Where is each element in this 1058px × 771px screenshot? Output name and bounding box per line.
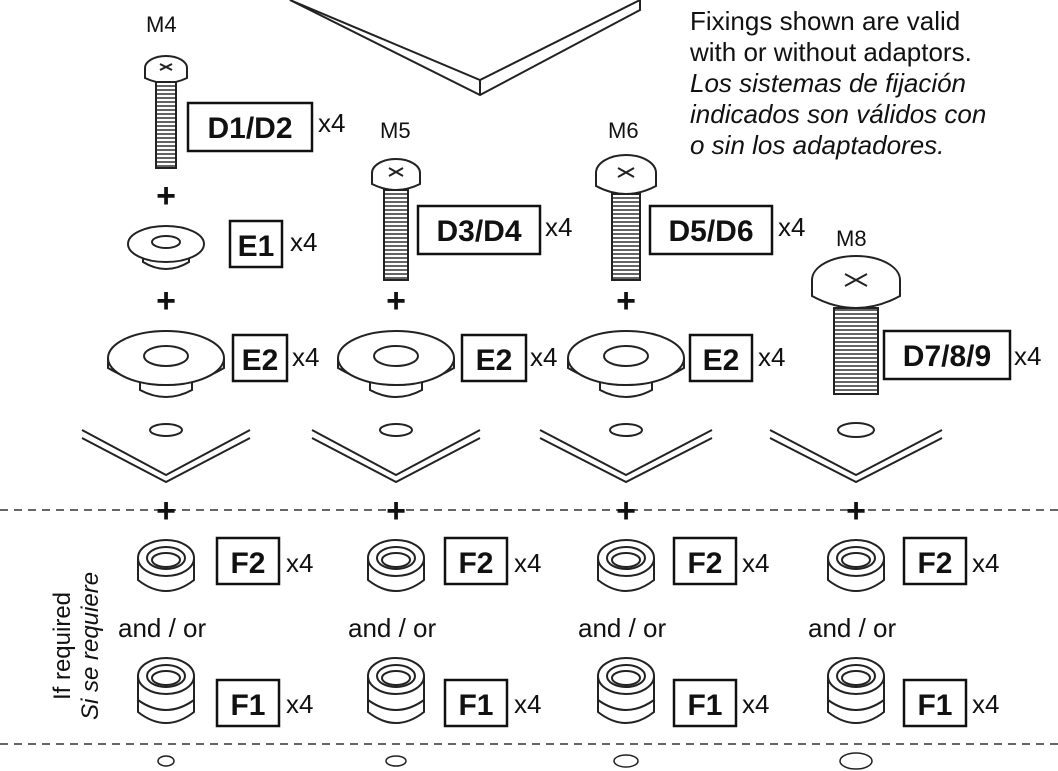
qty-label: x4 xyxy=(530,342,557,372)
qty-label: x4 xyxy=(545,212,572,242)
bolt-icon xyxy=(371,158,421,281)
part-label-e2: E2 xyxy=(703,344,740,377)
plus-icon: + xyxy=(616,492,636,530)
part-label-f2: F2 xyxy=(687,547,722,580)
and-or-label: and / or xyxy=(348,613,437,643)
if-required-label: If required Si se requiere xyxy=(49,572,104,720)
plus-icon: + xyxy=(386,492,406,530)
hole-icon xyxy=(613,754,639,768)
bolt-icon xyxy=(144,55,188,169)
part-label-f1: F1 xyxy=(230,689,265,722)
bolt-size-label: M5 xyxy=(380,118,411,143)
column-m4: M4 D1/D2 x4 + E1 x4 + E2 x4 xyxy=(81,12,345,767)
column-m5: M5 D3/D4 x4 + E2 x4 + xyxy=(311,118,572,767)
plus-icon: + xyxy=(386,282,406,320)
if-required-es: Si se requiere xyxy=(77,572,104,720)
bolt-icon xyxy=(595,154,657,281)
part-label-f1: F1 xyxy=(687,689,722,722)
part-label-d5-d6: D5/D6 xyxy=(668,215,753,248)
fixings-note: Fixings shown are valid with or without … xyxy=(690,6,1058,161)
washer-icon xyxy=(337,330,455,398)
spacer-short-icon xyxy=(827,539,885,592)
bolt-size-label: M4 xyxy=(146,12,177,37)
qty-label: x4 xyxy=(514,689,541,719)
part-label-e1: E1 xyxy=(238,230,275,263)
bolt-size-label: M6 xyxy=(608,118,639,143)
part-label-e2: E2 xyxy=(242,344,279,377)
part-label-e2: E2 xyxy=(476,344,513,377)
spacer-tall-icon xyxy=(367,657,425,724)
spacer-tall-icon xyxy=(137,657,195,724)
qty-label: x4 xyxy=(758,342,785,372)
column-m6: M6 D5/D6 x4 + E2 x4 + xyxy=(539,118,805,768)
bracket-icon xyxy=(769,422,943,484)
washer-icon xyxy=(107,330,225,398)
qty-label: x4 xyxy=(972,689,999,719)
if-required-en: If required xyxy=(49,592,76,700)
qty-label: x4 xyxy=(292,342,319,372)
qty-label: x4 xyxy=(1014,341,1041,371)
spacer-short-icon xyxy=(367,539,425,592)
hole-icon xyxy=(385,755,407,767)
and-or-label: and / or xyxy=(808,613,897,643)
note-es-line1: Los sistemas de fijación xyxy=(690,68,967,98)
mounting-plate-icon xyxy=(289,0,641,97)
bracket-icon xyxy=(539,423,713,484)
qty-label: x4 xyxy=(778,212,805,242)
note-es-line3: o sin los adaptadores. xyxy=(690,130,945,160)
part-label-d7-8-9: D7/8/9 xyxy=(903,340,991,373)
note-es-line2: indicados son válidos con xyxy=(690,99,987,129)
plus-icon: + xyxy=(156,282,176,320)
bracket-icon xyxy=(311,423,481,484)
plus-icon: + xyxy=(156,492,176,530)
part-label-f2: F2 xyxy=(230,547,265,580)
note-en-line1: Fixings shown are valid xyxy=(690,6,961,36)
bracket-icon xyxy=(81,423,251,484)
hole-icon xyxy=(157,755,175,767)
spacer-short-icon xyxy=(137,539,195,592)
qty-label: x4 xyxy=(972,548,999,578)
part-label-f1: F1 xyxy=(458,689,493,722)
part-label-d1-d2: D1/D2 xyxy=(207,112,292,145)
column-m8: M8 D7/8/9 x4 + F2 x4 and / or xyxy=(769,226,1041,770)
part-label-d3-d4: D3/D4 xyxy=(436,215,521,248)
spacer-tall-icon xyxy=(597,657,655,724)
and-or-label: and / or xyxy=(118,613,207,643)
part-label-f2: F2 xyxy=(458,547,493,580)
qty-label: x4 xyxy=(286,689,313,719)
qty-label: x4 xyxy=(514,548,541,578)
plus-icon: + xyxy=(156,177,176,215)
qty-label: x4 xyxy=(286,548,313,578)
hole-icon xyxy=(839,752,873,770)
spacer-tall-icon xyxy=(827,657,885,724)
bolt-size-label: M8 xyxy=(836,226,867,251)
part-label-f1: F1 xyxy=(917,689,952,722)
bolt-icon xyxy=(811,255,901,395)
small-washer-icon xyxy=(127,225,205,270)
plus-icon: + xyxy=(846,492,866,530)
washer-icon xyxy=(567,330,685,398)
and-or-label: and / or xyxy=(578,613,667,643)
part-label-f2: F2 xyxy=(917,547,952,580)
note-en-line2: with or without adaptors. xyxy=(690,37,972,67)
qty-label: x4 xyxy=(290,227,317,257)
plus-icon: + xyxy=(616,282,636,320)
qty-label: x4 xyxy=(318,108,345,138)
qty-label: x4 xyxy=(742,689,769,719)
qty-label: x4 xyxy=(742,548,769,578)
spacer-short-icon xyxy=(597,539,655,592)
